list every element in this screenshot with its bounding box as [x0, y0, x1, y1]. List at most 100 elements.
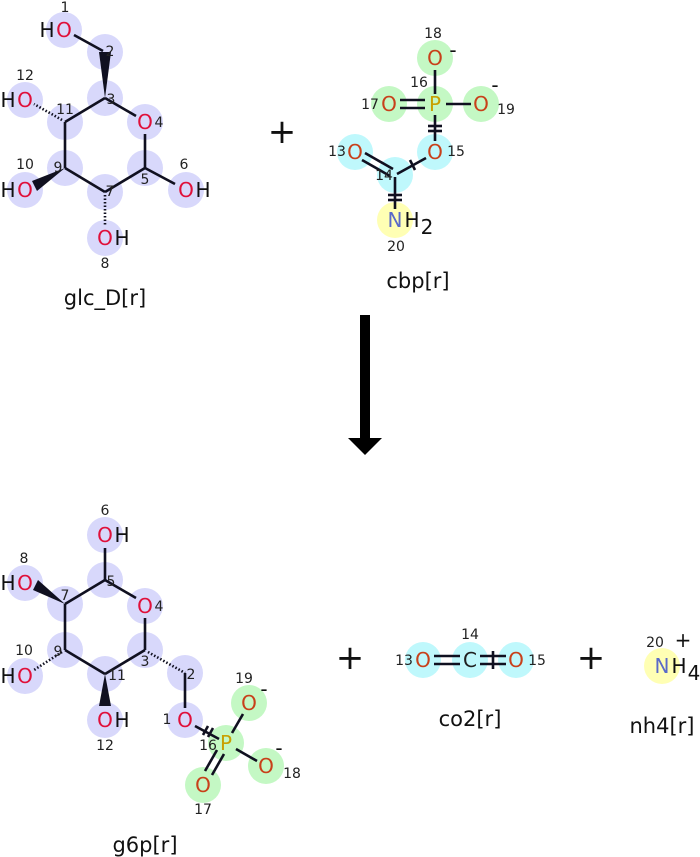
- hydrogen-label: H: [0, 571, 15, 595]
- atom-highlight: [168, 172, 204, 208]
- atom-number: 19: [497, 102, 515, 118]
- atom-number: 8: [101, 256, 110, 272]
- atom-symbol: O: [97, 708, 113, 732]
- arrow-head: [348, 438, 382, 455]
- atom-number: 18: [424, 26, 442, 42]
- atom-symbol: N: [388, 208, 403, 232]
- atom-charge: -: [449, 38, 456, 62]
- atom-symbol: O: [97, 523, 113, 547]
- wedge-bond: [32, 168, 65, 191]
- atom-number: 18: [283, 766, 301, 782]
- atom-highlight: [371, 86, 407, 122]
- atom-number: 11: [56, 102, 74, 118]
- bond: [64, 96, 106, 124]
- bond-marker: [206, 727, 215, 738]
- molecule-name-g6p: g6p[r]: [112, 833, 177, 857]
- atom-symbol: N: [655, 654, 670, 678]
- atom-symbol: O: [17, 571, 33, 595]
- molecule-name-cbp: cbp[r]: [386, 269, 449, 293]
- atom-highlight: [185, 767, 221, 803]
- atom-highlight: [127, 104, 163, 140]
- atom-number: 13: [328, 144, 346, 160]
- atom-symbol: O: [241, 691, 257, 715]
- glc-d-bonds: [32, 33, 176, 225]
- double-bond: [361, 158, 391, 178]
- atom-symbol: O: [415, 648, 431, 672]
- atom-highlight: [644, 648, 680, 684]
- bond: [104, 648, 146, 676]
- atom-highlights: [7, 12, 680, 803]
- hydrogen-count: 4: [688, 661, 700, 685]
- atom-number: 6: [180, 157, 189, 173]
- atom-symbol: O: [195, 773, 211, 797]
- atom-number: 19: [235, 671, 253, 687]
- atom-number: 17: [194, 802, 212, 818]
- atom-symbol: O: [17, 664, 33, 688]
- wedge-bond: [33, 580, 65, 604]
- bond-marker: [408, 159, 417, 171]
- atom-number: 13: [395, 653, 413, 669]
- bond: [64, 648, 106, 676]
- atom-number: 6: [101, 503, 110, 519]
- wedge-bond: [99, 52, 111, 98]
- atom-number: 9: [54, 160, 63, 176]
- hydrogen-label: H: [114, 523, 129, 547]
- atom-number: 14: [375, 168, 393, 184]
- bond-marker: [201, 725, 210, 736]
- molecule-name-glc-d: glc_D[r]: [64, 286, 146, 311]
- atom-highlight: [46, 12, 82, 48]
- atom-highlight: [167, 702, 203, 738]
- bond: [104, 166, 146, 194]
- double-bond: [203, 749, 219, 772]
- atom-highlight: [417, 86, 453, 122]
- atom-number: 16: [199, 738, 217, 754]
- atom-highlight: [7, 82, 43, 118]
- atom-number: 14: [461, 627, 479, 643]
- atom-highlight: [87, 517, 123, 553]
- atom-symbol: O: [137, 110, 153, 134]
- atom-number: 9: [54, 644, 63, 660]
- atom-charge: +: [675, 628, 692, 652]
- bond: [194, 724, 220, 741]
- atom-highlight: [417, 40, 453, 76]
- atom-highlight: [377, 202, 413, 238]
- atom-symbol: O: [508, 648, 524, 672]
- atom-charge: -: [260, 677, 267, 701]
- bond: [144, 166, 176, 186]
- atom-number: 15: [447, 144, 465, 160]
- atom-number: 8: [20, 551, 29, 567]
- hydrogen-label: H: [195, 178, 210, 202]
- atom-symbol: O: [97, 226, 113, 250]
- atom-number: 7: [61, 588, 70, 604]
- atom-symbol: O: [381, 92, 397, 116]
- atom-symbol: O: [427, 46, 443, 70]
- atom-highlight: [248, 748, 284, 784]
- atom-symbol: O: [473, 92, 489, 116]
- bond: [235, 747, 258, 763]
- atom-number: 4: [155, 599, 164, 615]
- atom-highlight: [405, 642, 441, 678]
- atom-highlight: [7, 658, 43, 694]
- atom-symbol: O: [56, 18, 72, 42]
- atom-symbol: O: [258, 754, 274, 778]
- hydrogen-label: H: [39, 18, 54, 42]
- atom-number: 20: [646, 635, 664, 651]
- atom-number: 12: [96, 738, 114, 754]
- atom-number: 16: [410, 75, 428, 91]
- atom-number: 3: [107, 92, 116, 108]
- atom-symbol: O: [17, 88, 33, 112]
- atom-symbol: P: [429, 92, 441, 116]
- atom-number: 5: [141, 172, 150, 188]
- atom-highlight: [87, 220, 123, 256]
- atom-number: 2: [106, 44, 115, 60]
- atom-highlight: [417, 134, 453, 170]
- hydrogen-label: H: [0, 664, 15, 688]
- atom-highlight: [87, 702, 123, 738]
- plus-sign: +: [577, 638, 606, 678]
- atom-highlight: [498, 642, 534, 678]
- hash-bond: [147, 650, 186, 675]
- atom-number: 20: [387, 239, 405, 255]
- hydrogen-label: H: [671, 654, 686, 678]
